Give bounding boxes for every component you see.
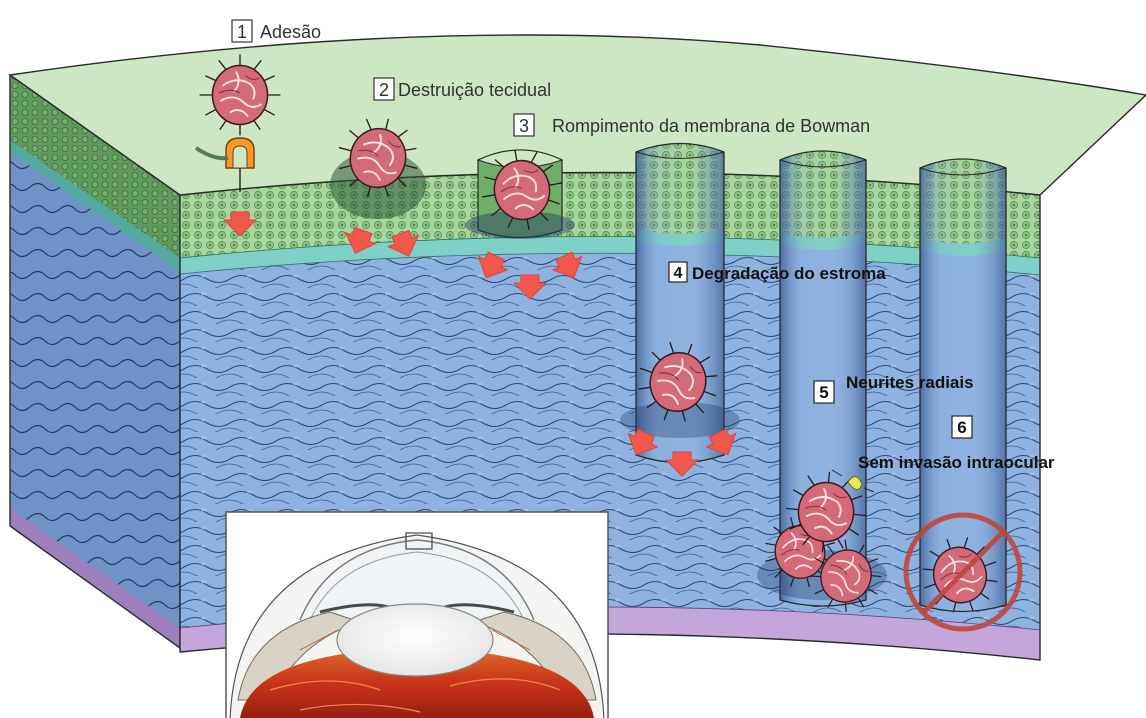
step-number-2: 2 <box>379 80 389 100</box>
step-label-2: 2 Destruição tecidual <box>374 78 551 100</box>
step-number-3: 3 <box>519 116 529 136</box>
step-text-1: Adesão <box>260 22 321 42</box>
step-text-4: Degradação do estroma <box>692 264 886 283</box>
step-label-3: 3 Rompimento da membrana de Bowman <box>514 114 870 136</box>
step-text-6: Sem invasão intraocular <box>858 453 1055 472</box>
step-text-5: Neurites radiais <box>846 373 974 392</box>
step-label-1: 1 Adesão <box>232 20 321 42</box>
step-label-4: 4 Degradação do estroma <box>669 262 886 283</box>
step-number-1: 1 <box>237 22 247 42</box>
step-number-4: 4 <box>674 265 683 282</box>
step-number-5: 5 <box>819 383 828 402</box>
step-text-2: Destruição tecidual <box>398 80 551 100</box>
step-number-6: 6 <box>957 418 966 437</box>
eye-cross-section-inset <box>226 512 608 718</box>
step-text-3: Rompimento da membrana de Bowman <box>552 116 870 136</box>
